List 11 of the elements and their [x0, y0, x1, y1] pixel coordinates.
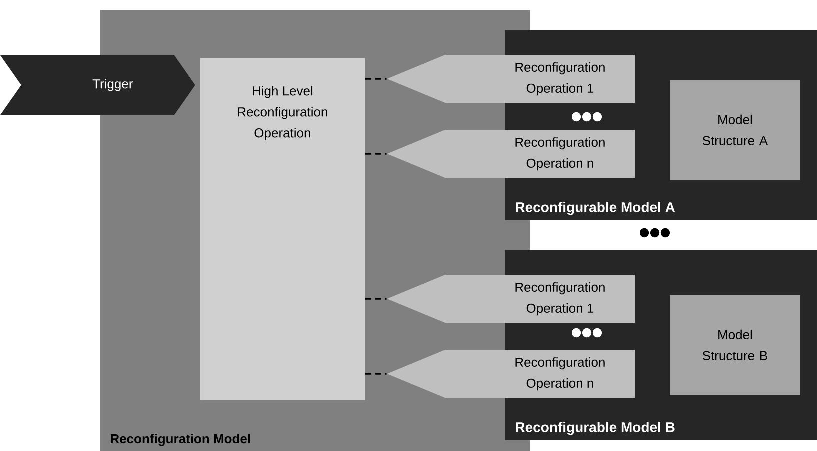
ellipsis-dots: ●●● — [572, 328, 602, 338]
dashed-connector — [365, 298, 387, 300]
trigger-chevron: Trigger — [0, 55, 196, 116]
ellipsis-dots: ●●● — [640, 228, 670, 238]
operation-box: High Level Reconfiguration Operation — [200, 58, 366, 400]
structure-box: Model Structure B — [670, 295, 800, 396]
dashed-connector — [365, 78, 387, 80]
ellipsis-dots: ●●● — [572, 112, 602, 122]
dashed-connector — [365, 373, 387, 375]
structure-box: Model Structure A — [670, 80, 800, 180]
dashed-connector — [365, 153, 387, 155]
